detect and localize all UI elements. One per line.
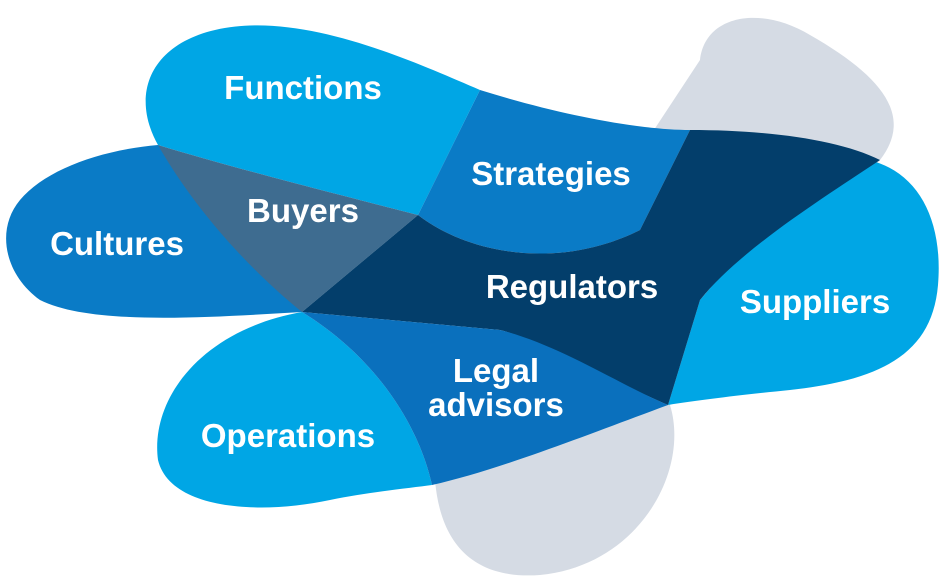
strategies-region: [418, 90, 690, 254]
functions-region: [145, 25, 480, 215]
regulators-region: [302, 130, 880, 405]
operations-region: [157, 312, 433, 508]
label-buyers: Buyers: [247, 192, 359, 229]
label-strategies: Strategies: [471, 155, 631, 192]
label-suppliers: Suppliers: [740, 283, 890, 320]
label-legal-line2: advisors: [428, 386, 564, 423]
label-regulators: Regulators: [486, 268, 658, 305]
suppliers-region: [668, 157, 939, 405]
cultures-region: [6, 145, 320, 318]
label-operations: Operations: [201, 417, 375, 454]
label-cultures: Cultures: [50, 225, 184, 262]
label-functions: Functions: [224, 69, 382, 106]
legal-advisors-region: [302, 312, 668, 485]
label-legal-line1: Legal: [453, 352, 539, 389]
buyers-region: [158, 145, 418, 312]
